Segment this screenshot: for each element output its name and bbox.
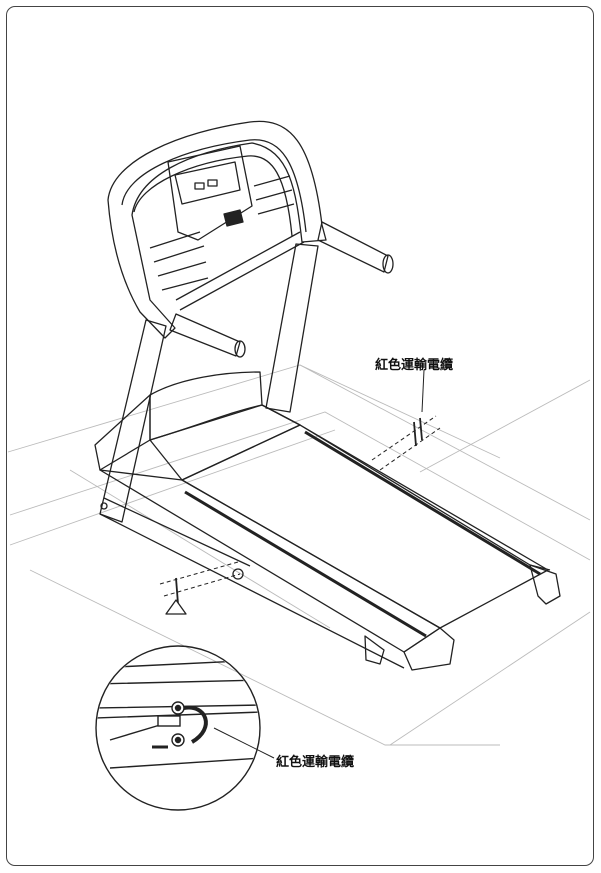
belt-side-strip [184,490,427,638]
right-handlebar-cap [382,254,394,274]
left-handlebar-cap [234,340,246,358]
console-button-2 [207,179,218,187]
warning-triangle [165,599,187,615]
running-belt [181,424,549,629]
console-display-panel [167,145,253,241]
leader-lines [213,369,425,759]
cable-bracket [157,715,181,727]
detail-circle [95,645,261,811]
cable-guide-line [371,415,441,471]
front-bolt [100,502,108,510]
floor-grid [7,364,591,746]
callout-label-top: 紅色運輸電纜 [375,358,454,373]
console-frame-outer [107,120,327,339]
belt-side-strip [304,430,541,576]
rear-end-cap-left [403,627,455,671]
deck-right-rail [261,404,551,571]
rear-foot [364,635,385,665]
cable-guide-line [159,561,241,597]
right-handlebar [317,221,389,273]
transport-bolt-top [413,417,423,447]
console-button-1 [194,182,205,190]
treadmill [94,120,561,671]
console-keypad [223,209,244,227]
motor-hood [149,371,263,441]
left-upright [99,319,167,523]
console-frame-inner-2 [133,155,293,237]
console-louvre [253,175,295,215]
handle-crossbar [175,231,305,311]
console-louvre [149,231,209,291]
console-frame-inner [121,139,307,233]
console-screen [174,161,241,205]
right-upright [265,243,319,413]
transport-wheel [232,568,244,580]
callout-label-bottom: 紅色運輸電纜 [276,755,355,770]
detail-circle-outline [95,645,261,811]
deck-left-rail [99,469,441,653]
leader-top [421,369,425,413]
rear-end-cap-right [529,564,561,605]
red-transport-cable [183,705,208,744]
base-frame [99,497,405,669]
left-handlebar [169,313,241,357]
transport-bolt-bottom [175,577,179,605]
leader-bottom [213,727,275,759]
page-frame [6,6,594,866]
